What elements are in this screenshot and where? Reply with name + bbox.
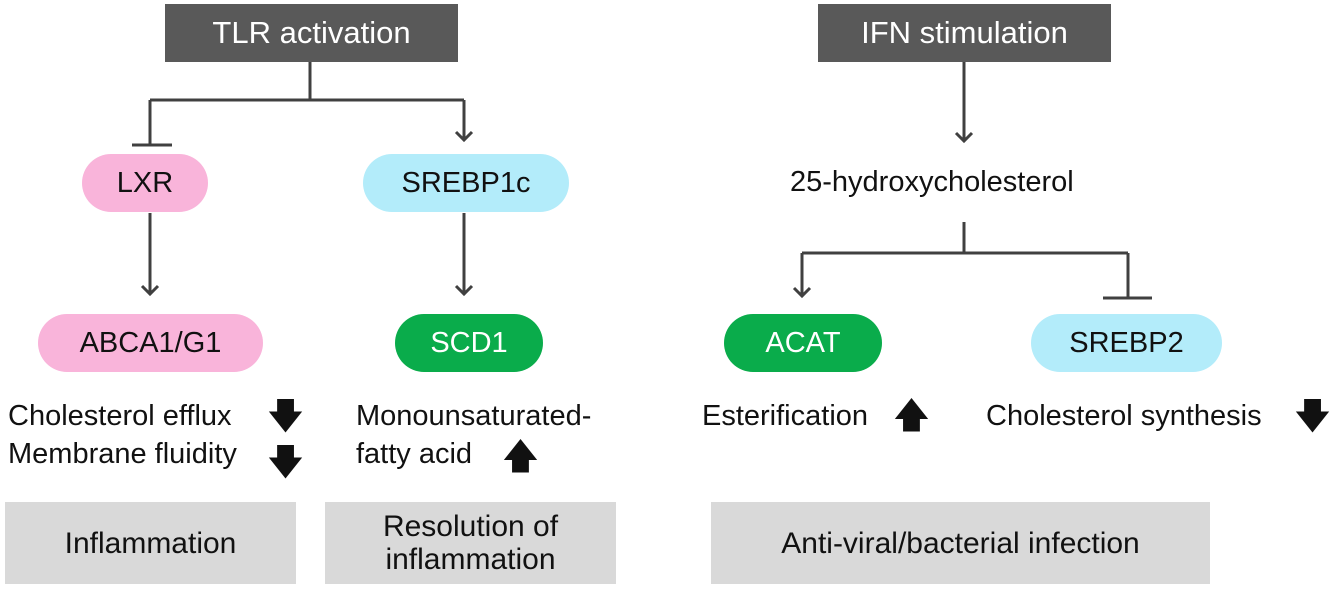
up-arrow-icon: 🡅 — [893, 394, 931, 435]
acat-node: ACAT — [724, 314, 882, 372]
fatty-acid-label: fatty acid — [356, 438, 473, 470]
cholesterol-efflux-label: Cholesterol efflux — [8, 400, 232, 432]
down-arrow-icon: 🡇 — [1294, 395, 1331, 436]
resolution-label-line1: Resolution of — [382, 510, 559, 543]
inflammation-outcome: Inflammation — [5, 502, 296, 584]
tlr-activation-header: TLR activation — [165, 4, 458, 62]
scd1-node: SCD1 — [395, 314, 543, 372]
srebp2-node: SREBP2 — [1031, 314, 1222, 372]
resolution-outcome: Resolution of inflammation — [325, 502, 616, 584]
ifn-stimulation-header: IFN stimulation — [818, 4, 1111, 62]
infection-outcome: Anti-viral/bacterial infection — [711, 502, 1210, 584]
resolution-label-line2: inflammation — [385, 543, 556, 576]
up-arrow-icon: 🡅 — [502, 435, 540, 476]
inflammation-label: Inflammation — [64, 526, 237, 560]
down-arrow-icon: 🡇 — [267, 395, 305, 436]
esterification-label: Esterification — [702, 400, 869, 432]
monounsaturated-label: Monounsaturated- — [356, 400, 592, 432]
srebp1c-node: SREBP1c — [363, 154, 569, 212]
down-arrow-icon: 🡇 — [267, 441, 305, 482]
infection-label: Anti-viral/bacterial infection — [781, 526, 1140, 560]
abca1-g1-node: ABCA1/G1 — [38, 314, 263, 372]
lxr-node: LXR — [82, 154, 208, 212]
membrane-fluidity-label: Membrane fluidity — [8, 438, 237, 470]
25-hydroxycholesterol-label: 25-hydroxycholesterol — [790, 166, 1074, 198]
cholesterol-synthesis-label: Cholesterol synthesis — [986, 400, 1262, 432]
